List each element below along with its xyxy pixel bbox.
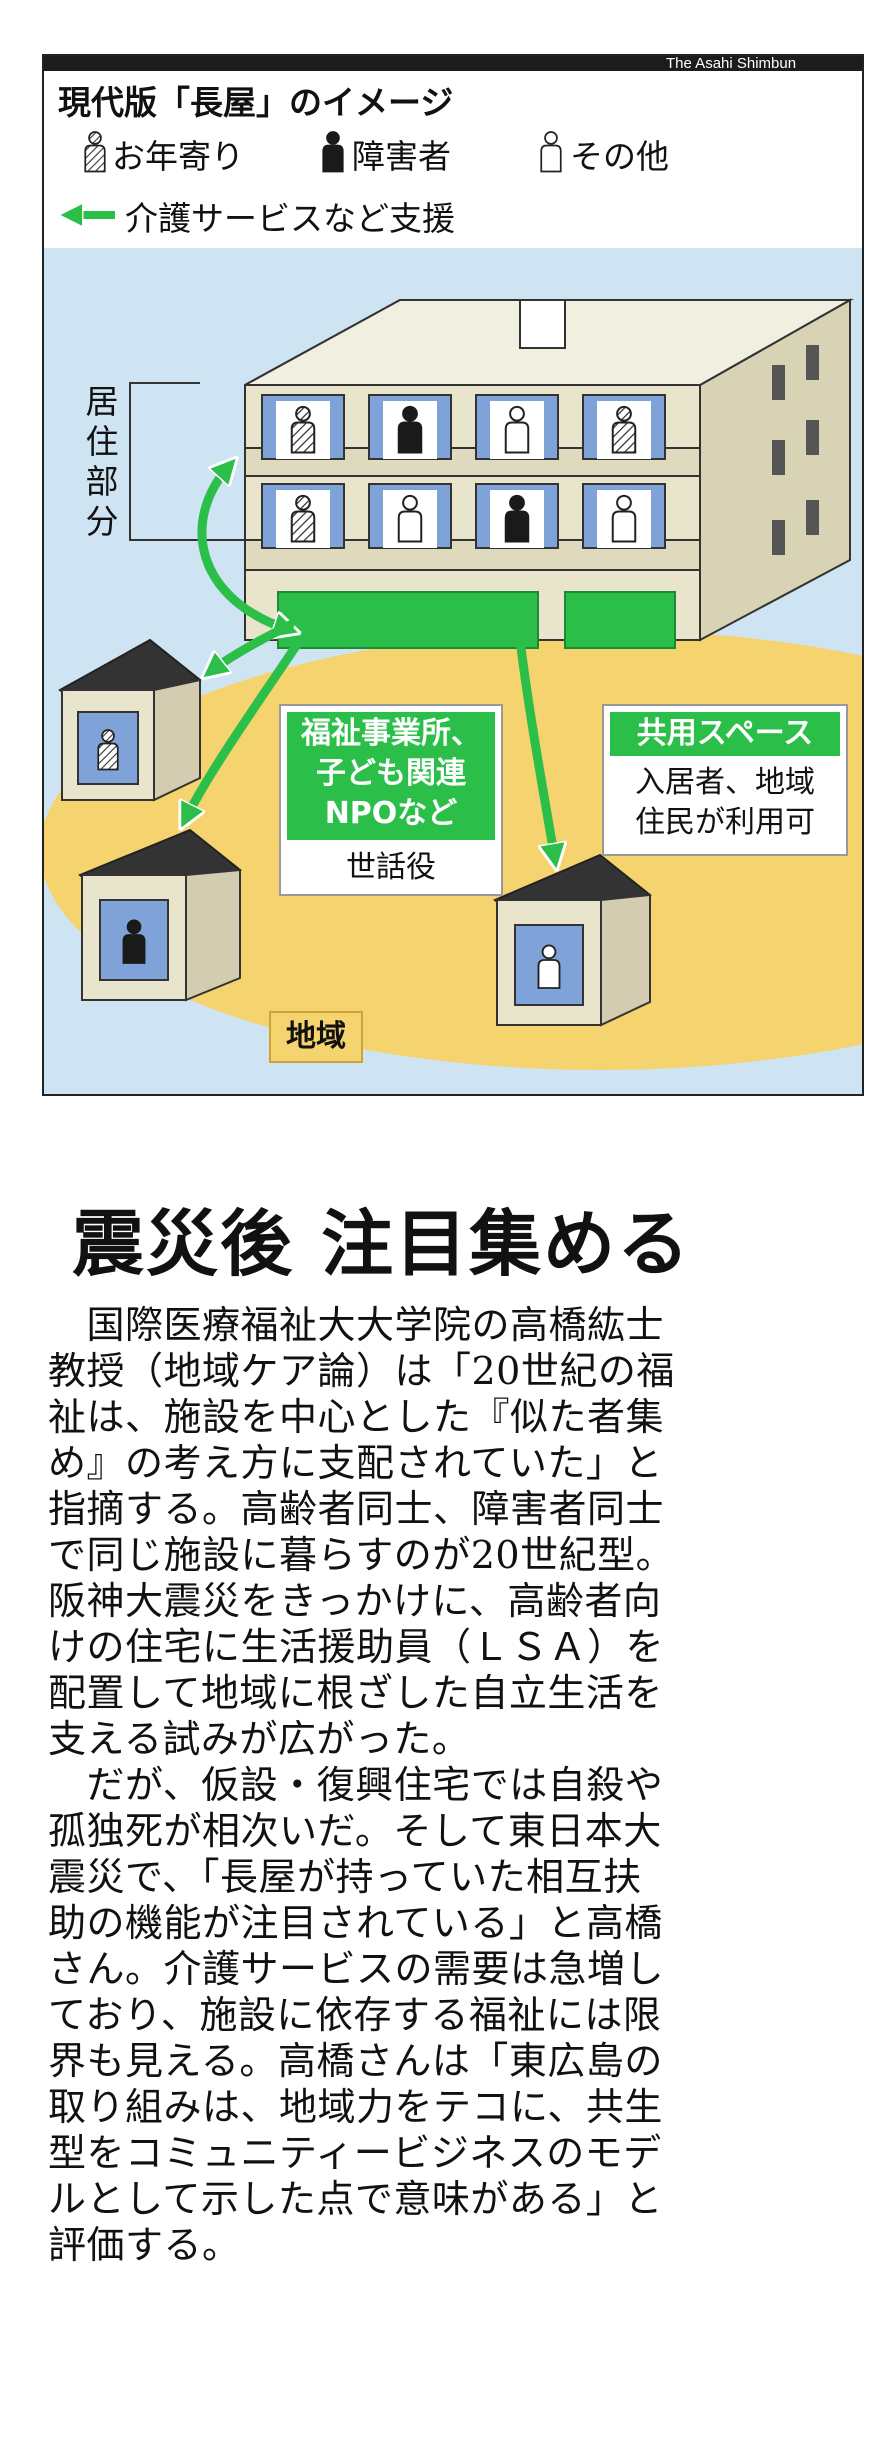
house-middle-disabled xyxy=(78,828,242,1002)
area-label: 地域 xyxy=(286,1019,346,1054)
shared-line-2: 住民が利用可 xyxy=(635,805,815,840)
arrow-to-right-house xyxy=(515,635,555,860)
house-left-elderly xyxy=(58,638,202,802)
welfare-box-text: 福祉事業所、 子ども関連 NPOなど xyxy=(287,714,495,834)
residence-label: 居住部分 xyxy=(82,382,122,542)
article-line: 型をコミュニティービジネスのモデ xyxy=(48,2131,662,2175)
shared-box-text: 入居者、地域 住民が利用可 xyxy=(610,763,840,843)
arrow-to-left-house xyxy=(210,620,295,672)
article-line: 孤独死が相次いだ。そして東日本大 xyxy=(48,1809,662,1853)
article-line: で同じ施設に暮らすのが20世紀型。 xyxy=(48,1533,675,1577)
article-line: 国際医療福祉大大学院の高橋紘士 xyxy=(48,1303,665,1347)
shared-box-green xyxy=(610,712,840,756)
article-line: 祉は、施設を中心とした『似た者集 xyxy=(48,1395,665,1439)
article-line: 阪神大震災をきっかけに、高齢者向 xyxy=(48,1579,662,1623)
house-right-other xyxy=(493,853,652,1027)
shared-line-1: 入居者、地域 xyxy=(635,765,815,800)
legend-other-label: その他 xyxy=(570,137,669,176)
welfare-line-1: 福祉事業所、 xyxy=(301,716,481,751)
headline: 震災後 注目集める xyxy=(72,1201,692,1286)
credit-text: The Asahi Shimbun xyxy=(666,55,797,72)
apartment-building xyxy=(244,298,854,649)
article-line: さん。介護サービスの需要は急増し xyxy=(48,1947,665,1991)
legend-elderly-label: お年寄り xyxy=(112,137,244,176)
arrow-to-upper-floor xyxy=(197,465,290,630)
article-line: ており、施設に依存する福祉には限 xyxy=(48,1993,662,2037)
welfare-box-green xyxy=(287,712,495,840)
support-arrows xyxy=(185,465,555,860)
welfare-line-2: 子ども関連 xyxy=(316,756,466,791)
article-line: 取り組みは、地域力をテコに、共生 xyxy=(48,2085,663,2129)
residence-label-text: 居住部分 xyxy=(85,382,119,541)
article-line: けの住宅に生活援助員（ＬＳＡ）を xyxy=(48,1625,665,1669)
article-line: だが、仮設・復興住宅では自殺や xyxy=(48,1763,664,1807)
article-line: 指摘する。高齢者同士、障害者同士 xyxy=(48,1487,665,1531)
article-body: 国際医療福祉大大学院の高橋紘士教授（地域ケア論）は「20世紀の福祉は、施設を中心… xyxy=(48,1302,868,2268)
article-line: 教授（地域ケア論）は「20世紀の福 xyxy=(48,1349,675,1393)
figure-title: 現代版「長屋」のイメージ xyxy=(58,83,454,122)
article-line: ルとして示した点で意味がある」と xyxy=(48,2177,663,2221)
article-line: め』の考え方に支配されていた」と xyxy=(48,1441,663,1485)
arrow-to-middle-house xyxy=(185,635,305,820)
welfare-role: 世話役 xyxy=(346,850,436,885)
article-line: 支える試みが広がった。 xyxy=(48,1717,471,1761)
shared-space-unit xyxy=(564,591,676,649)
credit-bar xyxy=(43,55,863,71)
article-line: 助の機能が注目されている」と高橋 xyxy=(48,1901,663,1945)
figure-illustration xyxy=(0,54,892,1130)
welfare-unit xyxy=(277,591,539,649)
upper-floor-units xyxy=(261,394,666,460)
shared-box-title: 共用スペース xyxy=(636,716,814,751)
legend-disabled-label: 障害者 xyxy=(352,137,451,176)
article-line: 震災で、「長屋が持っていた相互扶 xyxy=(48,1855,642,1899)
residence-bracket xyxy=(129,382,245,541)
article-line: 評価する。 xyxy=(48,2223,241,2267)
legend-arrow-label: 介護サービスなど支援 xyxy=(125,199,455,238)
area-label-box xyxy=(269,1011,363,1063)
article-line: 界も見える。高橋さんは「東広島の xyxy=(48,2039,663,2083)
article-line: 配置して地域に根ざした自立生活を xyxy=(48,1671,663,1715)
welfare-line-3: NPOなど xyxy=(324,796,458,831)
figure-border xyxy=(42,54,864,1096)
